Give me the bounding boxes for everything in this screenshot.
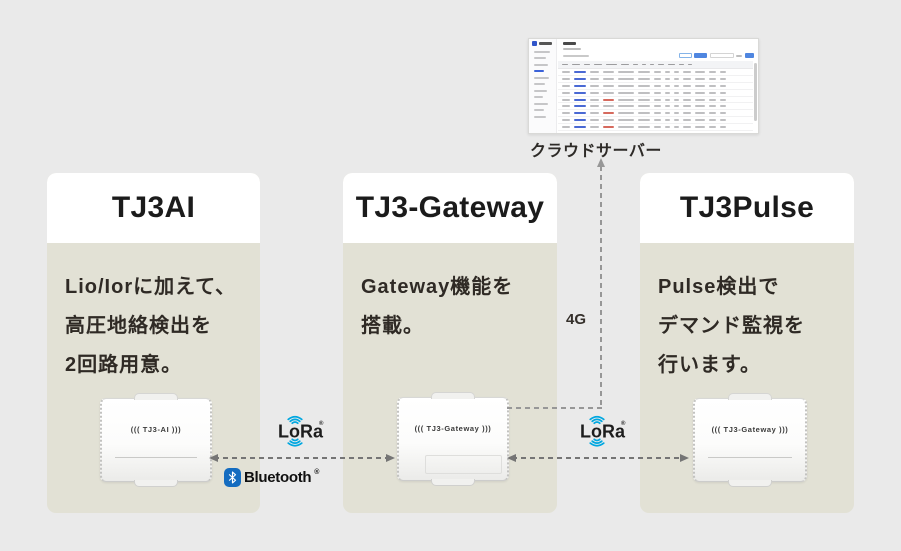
cloud-server-label: クラウドサーバー	[530, 143, 662, 160]
bluetooth-icon	[224, 468, 241, 487]
lora-logo-left: LoRa ®	[278, 415, 324, 447]
dashboard-table	[558, 61, 753, 133]
card-tj3pulse-title: TJ3Pulse	[679, 191, 815, 224]
card-tj3ai-header: TJ3AI	[47, 173, 260, 243]
dashboard-search-box	[710, 53, 734, 58]
4g-label: 4G	[566, 311, 587, 328]
dashboard-action-button	[745, 53, 754, 58]
dashboard-sidebar	[529, 39, 557, 133]
dashboard-page-title-bar	[563, 42, 576, 45]
device-tj3ai-image: ((( TJ3-AI )))	[100, 393, 212, 487]
device-tj3-gateway-image: ((( TJ3-Gateway )))	[397, 392, 509, 486]
bluetooth-label: Bluetooth	[244, 469, 312, 486]
card-tj3pulse-description: Pulse検出で デマンド監視を 行います。	[658, 276, 805, 376]
cloud-dashboard-screenshot	[528, 38, 759, 134]
arrow-head-left	[507, 453, 516, 462]
dashboard-logo-icon	[532, 41, 537, 46]
card-tj3-gateway-description: Gateway機能を 搭載。	[361, 276, 514, 337]
dashboard-main	[558, 39, 758, 133]
dashboard-toolbar	[563, 52, 754, 59]
dashboard-header-row	[558, 61, 753, 69]
svg-text:LoRa: LoRa	[580, 422, 626, 442]
dashboard-rows	[558, 69, 753, 133]
card-tj3pulse: TJ3Pulse Pulse検出で デマンド監視を 行います。	[640, 173, 854, 513]
arrow-head-up	[596, 158, 605, 167]
card-tj3ai: TJ3AI Lio/Iorに加えて、 高圧地絡検出を 2回路用意。	[47, 173, 260, 513]
dashboard-logo	[532, 41, 553, 46]
card-tj3pulse-header: TJ3Pulse	[640, 173, 854, 243]
card-tj3ai-description: Lio/Iorに加えて、 高圧地絡検出を 2回路用意。	[65, 276, 237, 376]
card-tj3-gateway-title: TJ3-Gateway	[355, 191, 545, 224]
svg-text:®: ®	[319, 420, 324, 427]
svg-text:®: ®	[621, 420, 626, 427]
device-tj3pulse-image: ((( TJ3-Gateway )))	[693, 393, 807, 487]
card-tj3-gateway-header: TJ3-Gateway	[343, 173, 557, 243]
dashboard-primary-button	[694, 53, 707, 58]
dashboard-scrollbar	[753, 63, 757, 121]
lora-logo-right: LoRa ®	[580, 415, 626, 447]
svg-text:LoRa: LoRa	[278, 422, 324, 442]
dashboard-sidebar-items	[532, 50, 553, 118]
dashboard-outline-button	[679, 53, 692, 58]
bluetooth-logo: Bluetooth ®	[224, 468, 319, 487]
arrow-head-right	[386, 453, 395, 462]
arrow-head-right	[680, 453, 689, 462]
arrow-head-left	[209, 453, 218, 462]
card-tj3ai-title: TJ3AI	[111, 191, 196, 224]
